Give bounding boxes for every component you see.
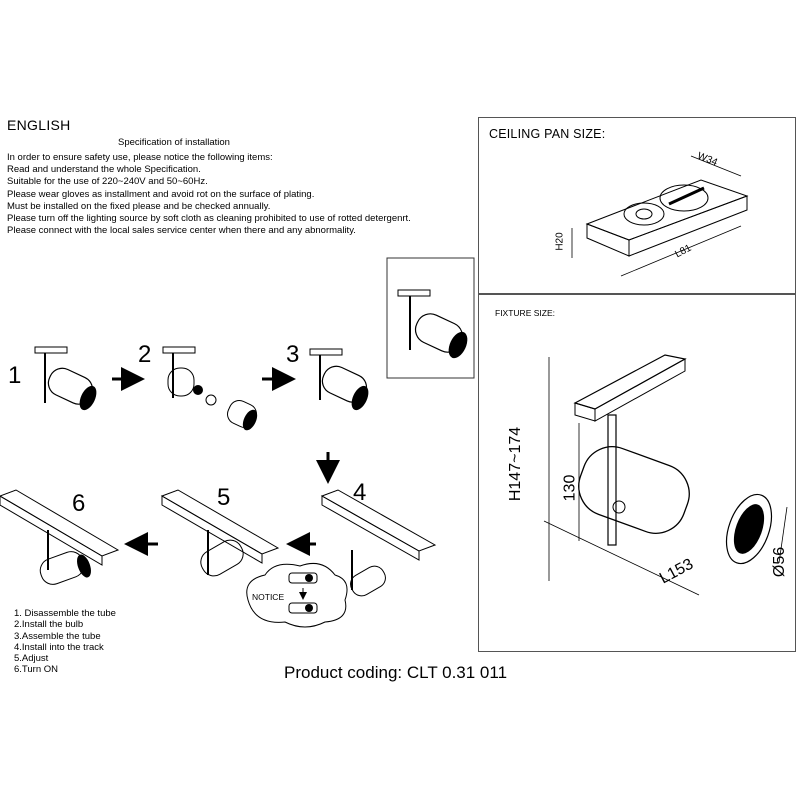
assembly-diagram [0, 257, 475, 628]
instruction-line: Read and understand the whole Specificat… [7, 164, 201, 176]
instruction-line: Please turn off the lighting source by s… [7, 213, 411, 225]
dimension-diameter: Ø56 [771, 546, 789, 578]
step-number: 3 [286, 341, 300, 368]
instruction-line: Must be installed on the fixed please an… [7, 200, 271, 212]
step-number: 2 [138, 341, 152, 368]
legend-item: 1. Disassemble the tube [14, 608, 116, 619]
step-number: 1 [8, 362, 22, 389]
legend-item: 4.Install into the track [14, 641, 104, 653]
ceiling-pan-drawing [571, 155, 749, 277]
fixture-step-1 [34, 346, 97, 411]
fixture-size-panel: FIXTURE SIZE: H147~174 130 L153 Ø56 [478, 294, 796, 652]
track-step-5 [160, 489, 280, 577]
ceiling-pan-title: CEILING PAN SIZE: [489, 127, 606, 141]
instructions-list: In order to ensure safety use, please no… [7, 152, 411, 237]
notice-callout [246, 563, 348, 628]
legend-item: 2.Install the bulb [14, 619, 84, 631]
dimension-stem: 130 [561, 474, 579, 502]
track-step-6 [0, 489, 120, 585]
fixture-size-title: FIXTURE SIZE: [495, 308, 555, 318]
step-number: 6 [72, 490, 86, 517]
fixture-step-3 [309, 348, 369, 411]
legend-item: 3.Assemble the tube [14, 630, 101, 642]
spec-title: Specification of installation [118, 137, 230, 148]
language-heading: ENGLISH [7, 117, 71, 133]
instruction-line: Please wear gloves as installment and av… [7, 188, 315, 200]
legend-item: 5.Adjust [14, 653, 49, 665]
dimension-height-range: H147~174 [507, 426, 525, 502]
instruction-line: Please connect with the local sales serv… [7, 225, 356, 237]
instruction-line: Suitable for the use of 220~240V and 50~… [7, 176, 208, 188]
step-number: 5 [217, 484, 231, 511]
step-number: 4 [353, 479, 367, 506]
instruction-line: In order to ensure safety use, please no… [7, 152, 273, 163]
steps-legend: 1. Disassemble the tube 2.Install the bu… [14, 608, 116, 676]
legend-item: 6.Turn ON [14, 664, 58, 676]
track-step-4 [320, 489, 437, 597]
fixture-step-2 [162, 346, 258, 431]
notice-label: NOTICE [252, 592, 285, 602]
ceiling-pan-panel: CEILING PAN SIZE: W34 H20 L81 [478, 117, 796, 294]
fixture-drawing [543, 354, 788, 596]
inset-fixture-view [386, 257, 475, 379]
dimension-height: H20 [554, 232, 566, 251]
product-coding: Product coding: CLT 0.31 011 [284, 663, 508, 682]
